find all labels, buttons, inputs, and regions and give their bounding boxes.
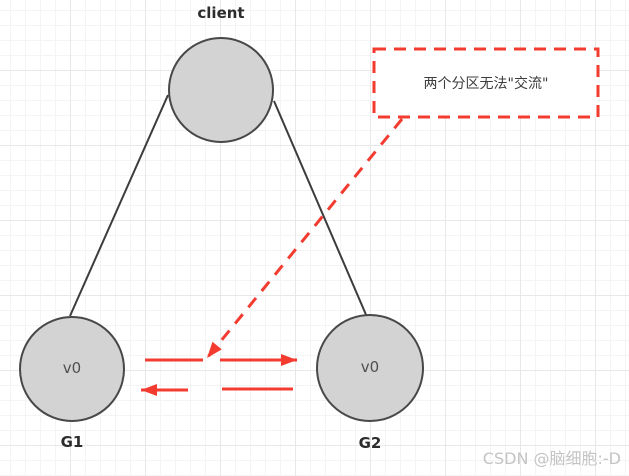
edge-client-to-g2	[273, 100, 368, 318]
g2-node-value: v0	[360, 358, 380, 376]
client-node-circle	[168, 37, 274, 143]
g1-node-value: v0	[62, 359, 82, 377]
edge-client-to-g1	[69, 94, 169, 317]
client-node-label: client	[197, 4, 245, 22]
csdn-watermark: CSDN @脑细胞:-D	[482, 449, 621, 468]
g1-node-circle	[19, 316, 125, 422]
g2-node-circle	[316, 314, 424, 422]
dashed-arrow-icon	[205, 118, 404, 359]
g1-group-label: G1	[60, 433, 84, 451]
callout-annotation-text: 两个分区无法"交流"	[423, 76, 549, 92]
g2-group-label: G2	[358, 434, 382, 452]
callout-box	[372, 47, 600, 119]
